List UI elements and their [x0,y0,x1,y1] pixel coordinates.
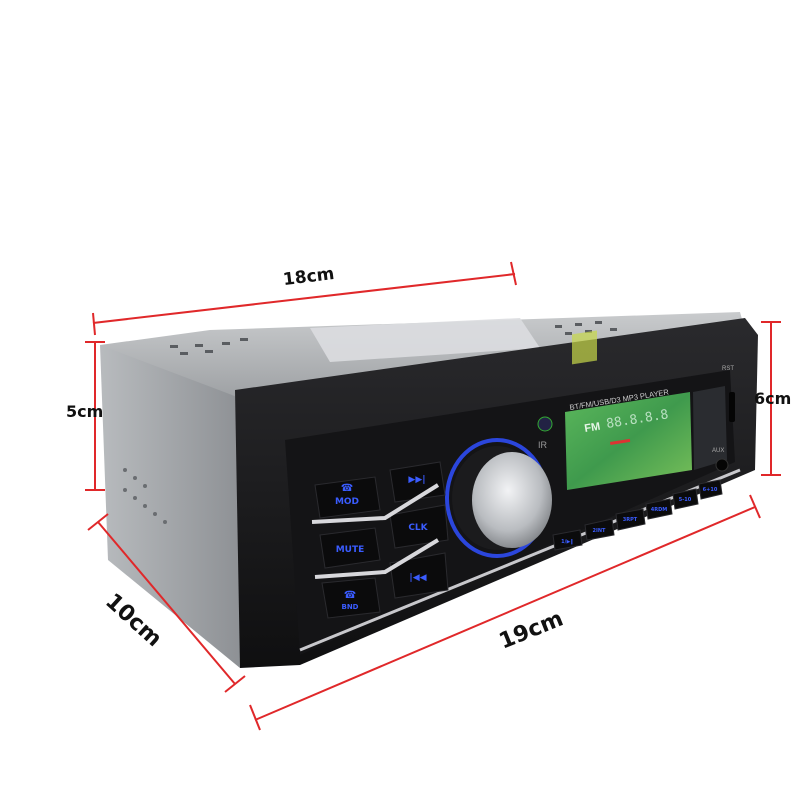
dimension-label-left-height: 5cm [66,402,104,421]
svg-text:3RPT: 3RPT [623,517,638,523]
preset-button-3[interactable]: 3RPT [615,508,646,531]
preset-buttons: 1/▶‖ 2INT 3RPT 4RDM 5-10 6+10 [552,479,723,551]
vent-holes [170,321,617,355]
svg-text:5-10: 5-10 [679,497,692,503]
usb-slot[interactable] [729,392,735,422]
svg-text:2INT: 2INT [593,528,607,534]
svg-text:4RDM: 4RDM [651,507,667,513]
chrome-chevron-lower [314,538,440,579]
button-mod[interactable]: ☎ MOD [314,476,381,519]
button-bnd[interactable]: ☎ BND [321,577,381,619]
preset-button-5[interactable]: 5-10 [672,488,699,510]
button-prev[interactable]: |◀◀ [389,552,449,599]
dimension-lines [85,261,781,731]
button-clk[interactable]: CLK [389,504,449,549]
dim-line-10cm [97,521,236,685]
side-vent-holes [123,468,167,524]
ir-label: IR [538,440,548,450]
button-next[interactable]: ▶▶| [389,461,446,503]
button-mute[interactable]: MUTE [319,527,381,569]
ir-sensor [537,416,553,432]
aux-label: AUX [712,448,724,454]
dim-line-19cm [254,506,756,721]
svg-text:MUTE: MUTE [336,545,365,555]
rst-label: RST [722,366,734,372]
aux-jack[interactable] [715,458,729,472]
chassis-label-sticker [310,318,540,362]
svg-text:6+10: 6+10 [703,487,718,493]
preset-button-4[interactable]: 4RDM [645,498,673,520]
prev-track-icon: |◀◀ [409,573,426,583]
svg-text:CLK: CLK [408,523,428,533]
svg-text:BND: BND [341,603,358,611]
lcd-segment-art [572,330,597,365]
preset-button-6[interactable]: 6+10 [698,479,723,500]
phone-answer-icon: ☎ [341,483,353,494]
volume-knob[interactable] [472,452,552,548]
dim-line-18cm [92,273,516,324]
svg-text:MOD: MOD [335,497,359,507]
chrome-chevron-upper [311,483,440,524]
lcd-red-bar [610,438,631,445]
preset-button-2[interactable]: 2INT [584,518,615,541]
lcd-mode-text: FM [584,421,602,435]
display-window-right [693,386,727,470]
chassis-side [100,345,240,668]
phone-hangup-icon: ☎ [344,590,356,601]
dimension-label-right-height: 6cm [754,389,792,408]
next-track-icon: ▶▶| [408,475,425,485]
svg-text:1/▶‖: 1/▶‖ [561,539,573,545]
preset-button-1[interactable]: 1/▶‖ [552,529,583,551]
